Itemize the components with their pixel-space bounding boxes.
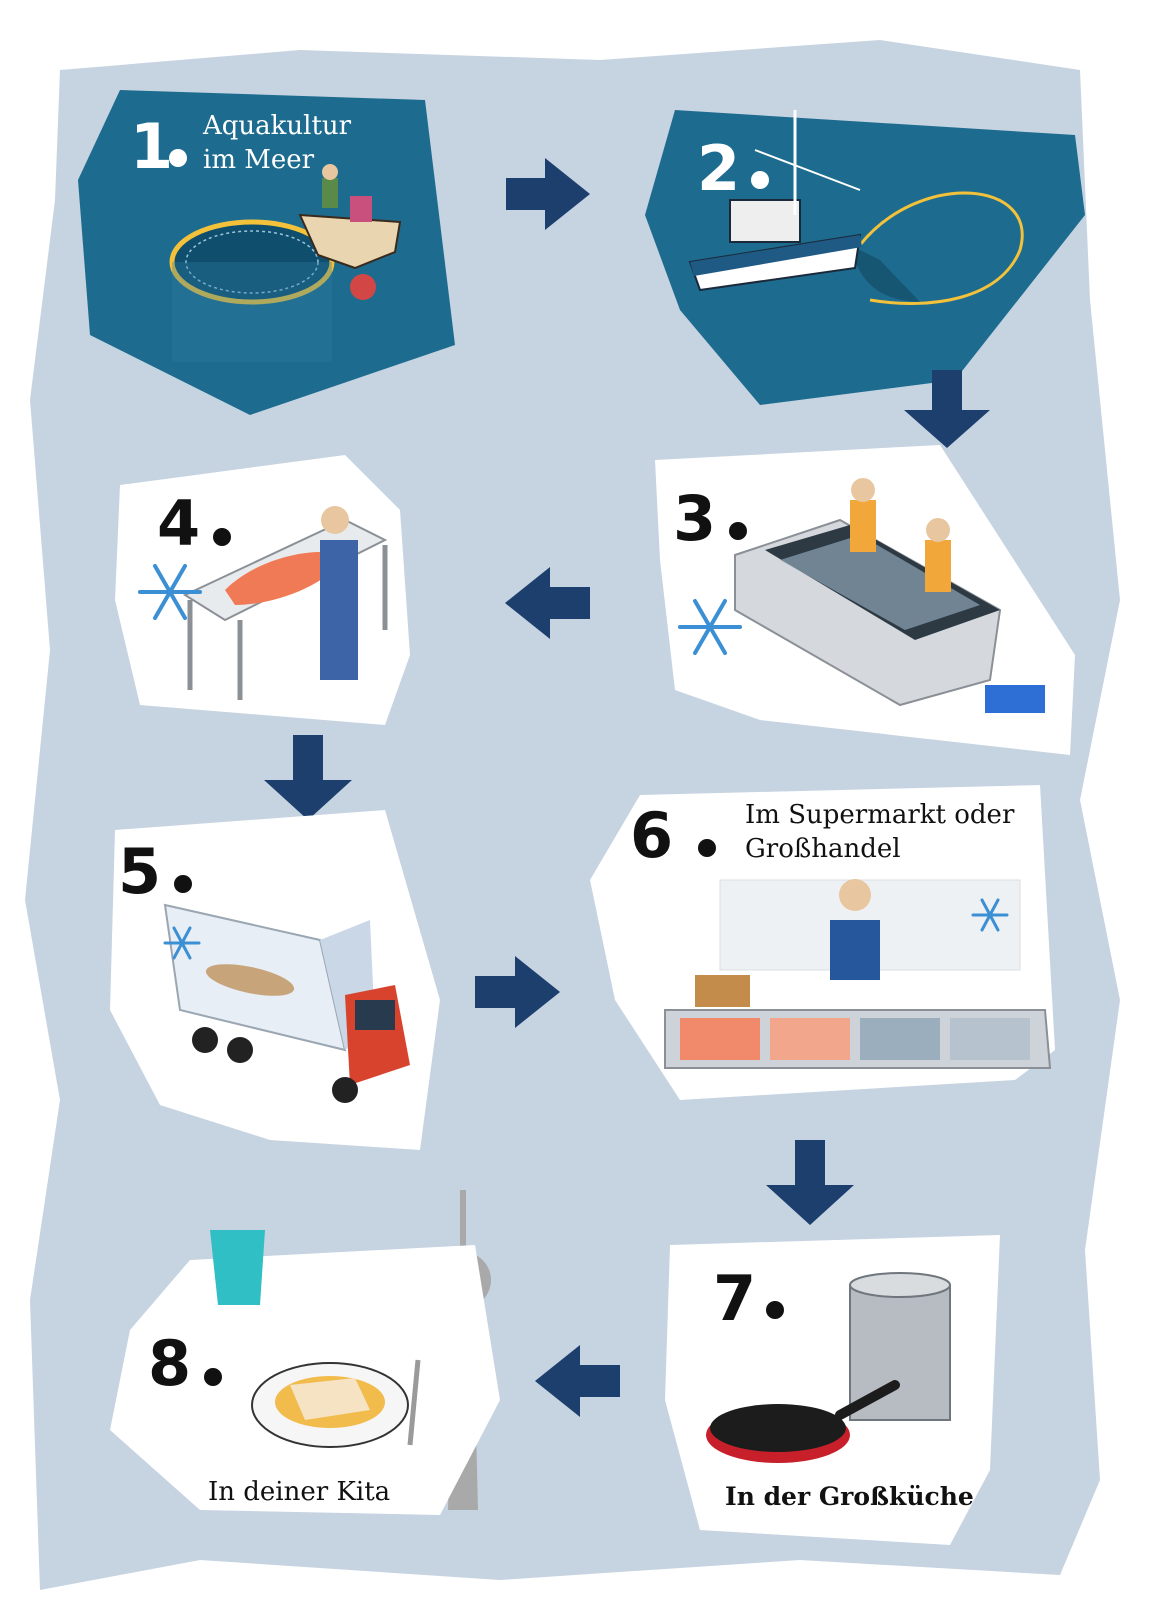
arrow-left-icon — [505, 567, 590, 639]
snowflake-icon — [138, 564, 202, 620]
svg-text:Im Supermarkt oder Großhan: Im Supermarkt oder Großhandel — [745, 800, 1023, 864]
step-8-panel — [110, 1230, 500, 1515]
step-4-dot — [213, 528, 231, 546]
arrow-down-icon — [766, 1140, 854, 1225]
svg-text:Aquakultur im Meer: Aquakultur im Meer — [202, 111, 359, 175]
snowflake-icon — [163, 926, 201, 960]
arrow-right-icon — [475, 956, 560, 1028]
step-8-dot — [204, 1368, 222, 1386]
step-1-title-line-1: Aquakultur — [202, 111, 352, 141]
step-4-panel — [115, 455, 410, 725]
step-8-caption: In deiner Kita — [208, 1477, 390, 1507]
step-8-number: 8 — [148, 1327, 191, 1400]
step-5-dot — [174, 875, 192, 893]
step-1-number: 1 — [130, 110, 173, 183]
step-6-panel — [590, 785, 1055, 1100]
arrow-right-icon — [506, 158, 590, 230]
step-1-dot — [169, 149, 187, 167]
step-2-number: 2 — [697, 132, 740, 205]
step-2-dot — [751, 171, 769, 189]
step-1-title-line-2: im Meer — [203, 145, 315, 175]
step-7-number: 7 — [713, 1262, 756, 1335]
background-blob — [25, 40, 1120, 1590]
step-7-panel — [665, 1235, 1000, 1545]
step-6-number: 6 — [630, 799, 673, 872]
arrow-left-icon — [535, 1345, 620, 1417]
step-7-dot — [766, 1301, 784, 1319]
step-1-panel — [78, 90, 455, 415]
step-5-number: 5 — [118, 835, 161, 908]
step-3-panel — [655, 445, 1075, 755]
step-4-number: 4 — [157, 487, 200, 560]
arrow-down-icon — [264, 735, 352, 820]
step-3-number: 3 — [673, 482, 716, 555]
step-6-dot — [698, 839, 716, 857]
snowflake-icon — [678, 599, 742, 655]
step-3-dot — [729, 522, 747, 540]
step-6-title-line-2: Großhandel — [745, 834, 901, 864]
step-7-caption: In der Großküche — [725, 1482, 974, 1511]
step-6-title-line-1: Im Supermarkt oder — [745, 800, 1015, 830]
arrow-down-icon — [904, 370, 990, 448]
snowflake-icon — [971, 898, 1009, 932]
step-5-panel — [110, 810, 440, 1150]
